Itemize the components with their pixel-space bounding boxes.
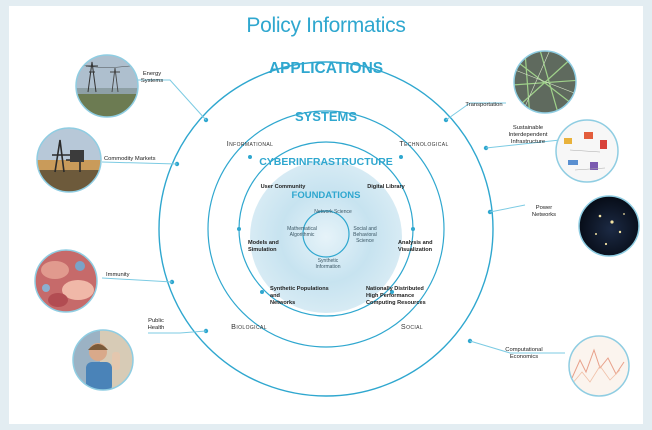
applications-ring [158,61,494,397]
app-power-line1: Power [536,205,553,211]
foundation-social-line1: Social and [353,226,377,232]
cyber-synthetic-line3: Networks [270,300,295,306]
app-transportation: Transportation [465,102,502,108]
systems-label: SYSTEMS [295,109,357,124]
app-commodity: Commodity Markets [104,156,156,162]
public-health-photo [72,329,134,391]
cyber-synthetic-line1: Synthetic Populations [270,286,329,292]
foundations-inner-ring [302,210,350,258]
cyber-computing-line2: High Performance [366,293,414,299]
cyber-analysis-line1: Analysis and [398,240,433,246]
app-economics-line2: Economics [510,354,538,360]
app-sustainable-line3: Infrastructure [511,139,545,145]
cyber-computing-line3: Computing Resources [366,300,426,306]
app-immunity: Immunity [106,272,130,278]
applications-label: APPLICATIONS [269,60,383,77]
cyber-user-community: User Community [261,184,307,190]
cyber-digital-library: Digital Library [367,184,405,190]
sustainable-infrastructure-photo [555,119,619,183]
system-technological: Technological [399,139,448,148]
cyberinfrastructure-label: CYBERINFRASTRUCTURE [259,156,393,168]
foundations-core [250,161,402,313]
app-public-health-line1: Public [148,318,164,324]
foundation-synthetic-line1: Synthetic [318,258,339,264]
system-social: Social [401,322,423,331]
foundation-social-line3: Science [356,238,374,244]
foundation-math-line2: Algorithmic [290,232,315,238]
energy-systems-photo [75,54,139,118]
system-informational: Informational [227,139,274,148]
cyber-models-line1: Models and [248,240,279,246]
app-sustainable-line2: Interdependent [508,132,547,138]
foundation-math-line1: Mathematical [287,226,317,232]
app-sustainable-line1: Sustainable [513,125,543,131]
power-networks-photo [578,195,640,257]
cyber-models-line2: Simulation [248,247,277,253]
immunity-photo [34,249,98,313]
foundation-social-line2: Behavioral [353,232,377,238]
app-public-health-line2: Health [148,325,165,331]
system-biological: Biological [231,322,267,331]
app-economics-line1: Computational [505,347,542,353]
transportation-photo [513,50,577,114]
foundation-synthetic-line2: Information [315,264,340,270]
systems-ring [207,110,445,348]
commodity-markets-photo [36,127,102,193]
cyber-analysis-line2: Visualization [398,247,433,253]
app-power-line2: Networks [532,212,556,218]
diagram-title: Policy Informatics [246,14,406,37]
cyber-computing-line1: Nationally Distributed [366,286,424,292]
application-connectors [101,79,565,354]
foundations-label: FOUNDATIONS [292,190,361,201]
computational-economics-photo [568,335,630,397]
app-energy-line1: Energy [143,71,161,77]
app-energy-line2: Systems [141,78,163,84]
cyber-synthetic-line2: and [270,293,281,299]
foundation-network-science: Network Science [314,209,352,215]
